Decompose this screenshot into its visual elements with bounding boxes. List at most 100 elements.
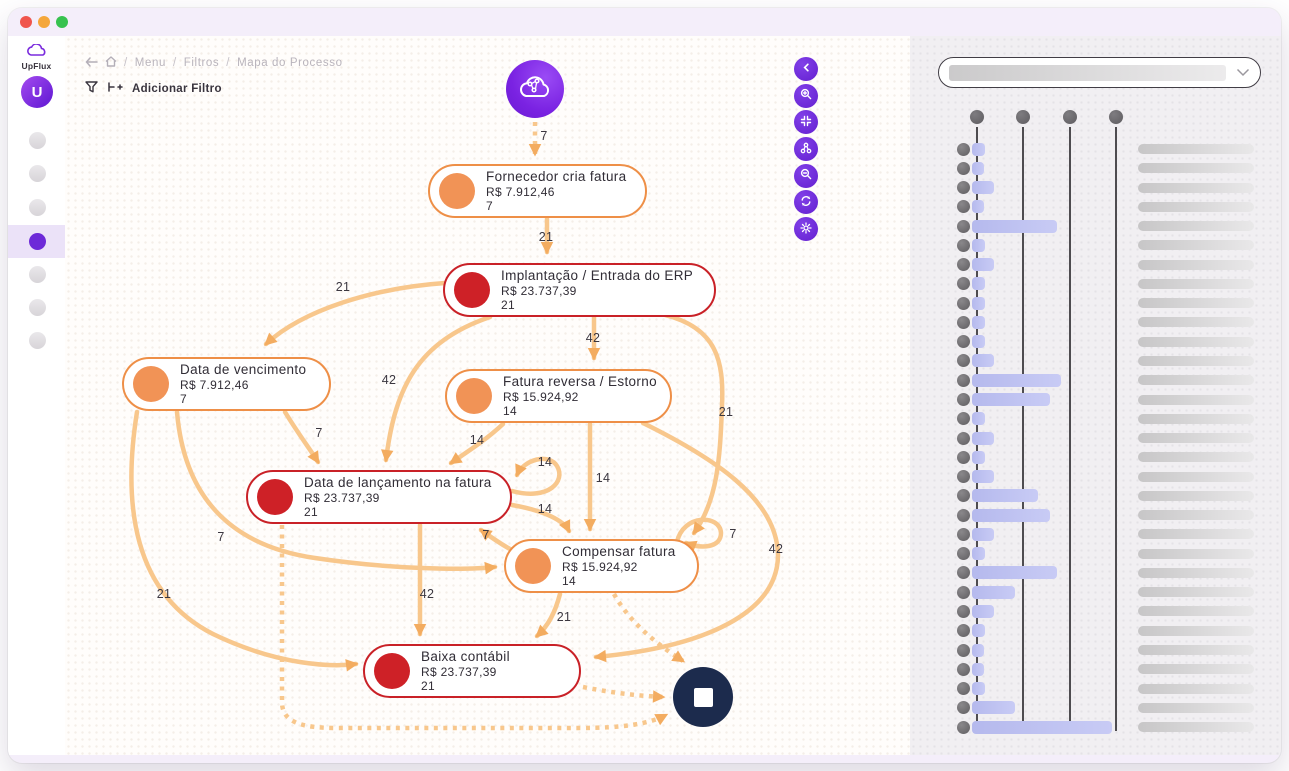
reload-button[interactable] (794, 190, 818, 215)
variant-row[interactable] (910, 178, 1281, 197)
edge-label: 21 (556, 610, 572, 624)
start-node[interactable] (506, 60, 564, 118)
edge-baixa-end (582, 684, 666, 703)
close-window-button[interactable] (20, 16, 32, 28)
variant-frequency-bar (972, 219, 1057, 233)
sidebar-item-3[interactable] (29, 199, 46, 216)
sidebar-item-5[interactable] (29, 266, 46, 283)
variant-label-placeholder (1138, 510, 1254, 521)
zoom-window-button[interactable] (56, 16, 68, 28)
variant-row[interactable] (910, 255, 1281, 274)
variant-row[interactable] (910, 448, 1281, 467)
node-baixa-contabil[interactable]: Baixa contábil R$ 23.737,39 21 (363, 644, 581, 698)
variant-row[interactable] (910, 660, 1281, 679)
variant-row[interactable] (910, 294, 1281, 313)
node-compensar-fatura[interactable]: Compensar fatura R$ 15.924,92 14 (504, 539, 699, 593)
variant-row[interactable] (910, 486, 1281, 505)
variant-frequency-bar (972, 527, 994, 541)
breadcrumb-mapa[interactable]: Mapa do Processo (237, 57, 343, 69)
variant-row[interactable] (910, 197, 1281, 216)
node-fornecedor-cria-fatura[interactable]: Fornecedor cria fatura R$ 7.912,46 7 (428, 164, 647, 218)
edge-label: 42 (381, 373, 397, 387)
variant-frequency-bar (972, 393, 1050, 406)
variant-row[interactable] (910, 679, 1281, 698)
variant-select[interactable] (938, 57, 1261, 88)
edge-implantacao-compensar (662, 312, 725, 536)
zoom-out-button[interactable] (794, 163, 818, 188)
variant-row[interactable] (910, 217, 1281, 236)
variant-row[interactable] (910, 236, 1281, 255)
variant-row[interactable] (910, 332, 1281, 351)
variant-row[interactable] (910, 602, 1281, 621)
edge-label: 42 (585, 331, 601, 345)
variant-row[interactable] (910, 140, 1281, 159)
variant-row[interactable] (910, 506, 1281, 525)
home-icon[interactable] (105, 56, 117, 70)
edge-label: 7 (217, 530, 225, 544)
activity-dot (454, 272, 490, 308)
settings-button[interactable] (794, 217, 818, 242)
variant-row[interactable] (910, 409, 1281, 428)
variant-row[interactable] (910, 390, 1281, 409)
sidebar-item-7[interactable] (29, 332, 46, 349)
variant-label-placeholder (1138, 587, 1254, 598)
variant-row[interactable] (910, 159, 1281, 178)
fit-view-button[interactable] (794, 110, 818, 135)
breadcrumb-menu[interactable]: Menu (134, 57, 166, 69)
node-data-de-lancamento[interactable]: Data de lançamento na fatura R$ 23.737,3… (246, 470, 512, 524)
node-fatura-reversa-estorno[interactable]: Fatura reversa / Estorno R$ 15.924,92 14 (445, 369, 672, 423)
sidebar-item-2[interactable] (29, 165, 46, 182)
upflux-logo: UpFlux (8, 43, 65, 71)
stop-icon (693, 687, 713, 707)
process-map-canvas: / Menu / Filtros / Mapa do Processo Adic… (65, 36, 910, 755)
variant-row[interactable] (910, 274, 1281, 293)
column-line-3 (1069, 127, 1071, 731)
end-node[interactable] (673, 667, 733, 727)
back-arrow-icon[interactable] (85, 56, 98, 70)
variant-row[interactable] (910, 583, 1281, 602)
edge-label: 14 (595, 471, 611, 485)
variant-label-placeholder (1138, 317, 1254, 328)
variant-dot (957, 161, 970, 175)
avatar[interactable]: U (21, 76, 53, 108)
minimize-window-button[interactable] (38, 16, 50, 28)
variant-label-placeholder (1138, 433, 1254, 444)
variant-dot (957, 508, 970, 522)
funnel-icon[interactable] (85, 80, 98, 98)
variant-dot (957, 393, 970, 406)
variant-row[interactable] (910, 698, 1281, 717)
variant-row[interactable] (910, 313, 1281, 332)
column-marker-1 (970, 110, 984, 124)
sidebar-item-4-active[interactable] (29, 233, 46, 250)
gear-icon (800, 221, 812, 237)
variant-row[interactable] (910, 718, 1281, 737)
variant-row[interactable] (910, 621, 1281, 640)
variant-row[interactable] (910, 467, 1281, 486)
node-data-de-vencimento[interactable]: Data de vencimento R$ 7.912,46 7 (122, 357, 331, 411)
edge-label: 7 (540, 129, 548, 143)
breadcrumb-filtros[interactable]: Filtros (183, 57, 220, 69)
fit-view-icon (800, 115, 812, 130)
sidebar-item-1[interactable] (29, 132, 46, 149)
variant-row[interactable] (910, 641, 1281, 660)
variant-row[interactable] (910, 351, 1281, 370)
sidebar-item-6[interactable] (29, 299, 46, 316)
variant-frequency-bar (972, 662, 984, 676)
add-filter-icon[interactable] (107, 80, 123, 98)
variant-label-placeholder (1138, 221, 1254, 232)
node-implantacao-entrada-erp[interactable]: Implantação / Entrada do ERP R$ 23.737,3… (443, 263, 716, 317)
variant-dot (957, 142, 970, 156)
variant-row[interactable] (910, 525, 1281, 544)
collapse-panel-button[interactable] (794, 57, 818, 81)
edge-label: 14 (537, 502, 553, 516)
variant-row[interactable] (910, 563, 1281, 582)
variant-row[interactable] (910, 429, 1281, 448)
model-view-button[interactable] (794, 137, 818, 162)
variant-row[interactable] (910, 544, 1281, 563)
zoom-in-button[interactable] (794, 83, 818, 108)
edge-lancamento-compensar (509, 502, 572, 534)
add-filter-label[interactable]: Adicionar Filtro (132, 83, 222, 95)
variant-frequency-bar (972, 315, 985, 329)
variant-row[interactable] (910, 371, 1281, 390)
